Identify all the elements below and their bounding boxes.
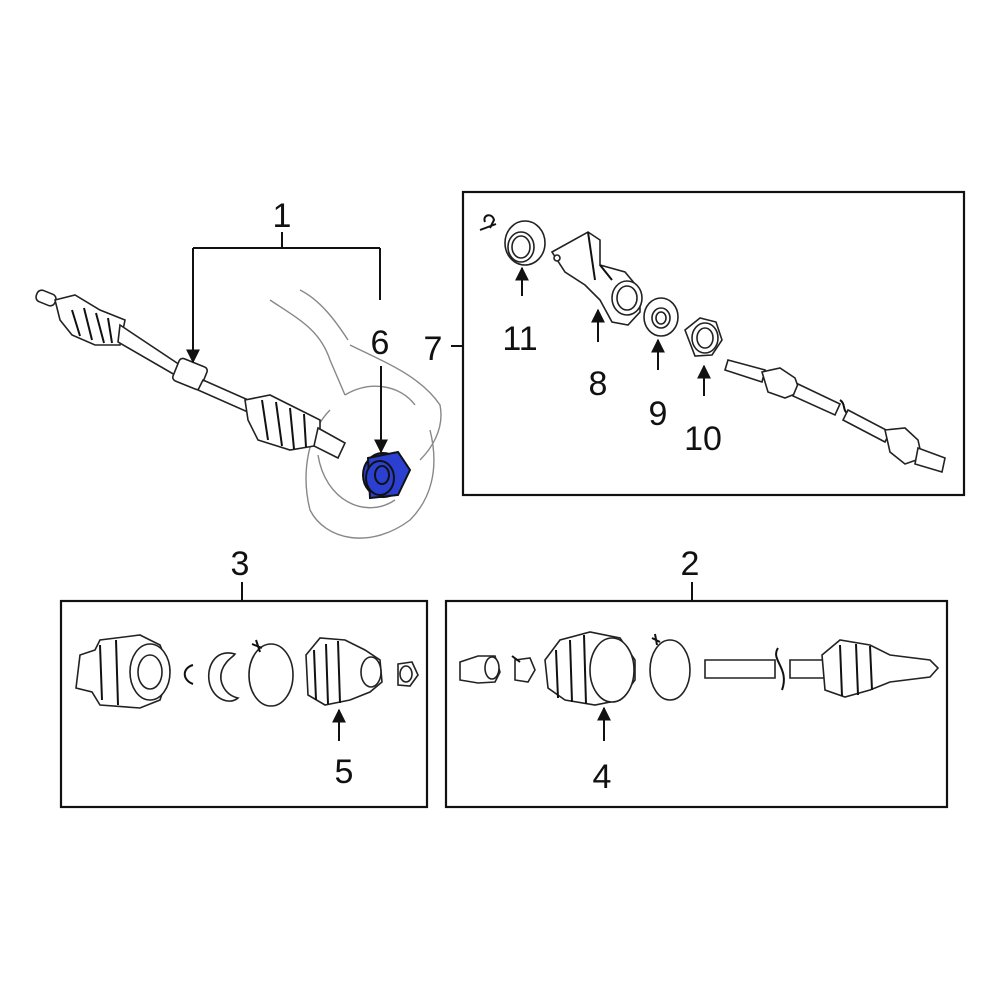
detail-box-3 (59, 599, 429, 809)
box2-parts (459, 631, 940, 706)
callout-2: 2 (681, 545, 700, 583)
axle-shaft-assembly (35, 289, 347, 460)
callout-1: 1 (273, 197, 292, 235)
callout-5: 5 (335, 753, 354, 791)
box7-parts (479, 214, 946, 474)
callout-4: 4 (593, 758, 612, 796)
callout-6: 6 (371, 324, 390, 362)
detail-box-7 (461, 190, 966, 497)
detail-box-2 (444, 599, 949, 809)
callout-1-leader (186, 232, 381, 364)
callout-8: 8 (589, 365, 608, 403)
callout-9: 9 (649, 395, 668, 433)
knuckle-and-hub-outline (269, 289, 442, 539)
callout-7: 7 (424, 330, 443, 368)
callout-3: 3 (231, 545, 250, 583)
callout-10: 10 (684, 420, 722, 458)
callout-11: 11 (502, 320, 537, 358)
highlighted-hub-seal (362, 450, 412, 500)
box3-parts (75, 634, 419, 709)
